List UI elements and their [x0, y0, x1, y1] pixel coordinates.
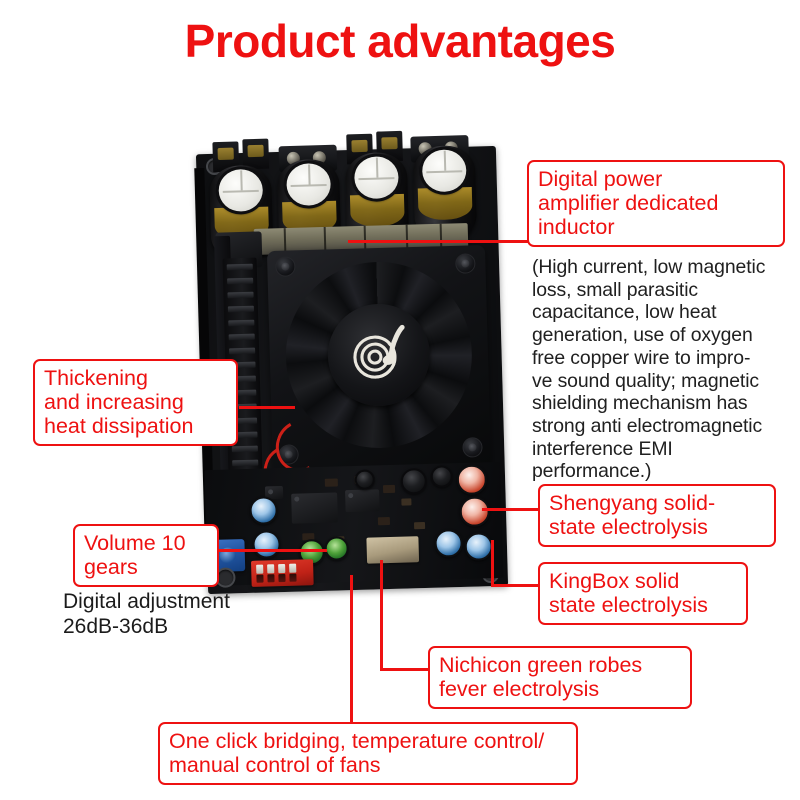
leader-line-shengyang	[482, 508, 538, 511]
control-pcb	[204, 461, 504, 588]
cooling-fan	[266, 244, 492, 474]
leader-line-kingbox-h	[491, 584, 538, 587]
kingbox-capacitor	[464, 532, 494, 561]
leader-line-inductor	[348, 240, 528, 243]
smd-capacitor	[400, 467, 428, 495]
fan-screw	[275, 256, 296, 277]
shengyang-capacitor	[456, 464, 488, 496]
leader-line-volume	[219, 549, 327, 552]
leader-line-nichicon-h	[380, 668, 428, 671]
board-connector	[366, 536, 420, 564]
kingbox-capacitor	[434, 528, 463, 558]
filter-capacitor	[252, 530, 281, 559]
callout-nichicon[interactable]: Nichicon green robes fever electrolysis	[428, 646, 692, 710]
callout-inductor[interactable]: Digital power amplifier dedicated induct…	[527, 160, 785, 248]
leader-line-heat	[239, 406, 295, 409]
callout-inductor-line1: Digital power	[538, 167, 663, 191]
nichicon-capacitor	[324, 536, 350, 561]
page-title: Product advantages	[184, 15, 616, 67]
fan-screw	[455, 253, 476, 274]
callout-kingbox[interactable]: KingBox solid state electrolysis	[538, 562, 748, 626]
smd-capacitor	[354, 469, 376, 490]
main-ic	[291, 492, 338, 524]
driver-ic	[345, 489, 380, 513]
volume-note: Digital adjustment 26dB-36dB	[63, 590, 230, 638]
leader-line-kingbox-v	[491, 540, 494, 586]
callout-heat-dissipation[interactable]: Thickening and increasing heat dissipati…	[33, 359, 238, 447]
callout-shengyang[interactable]: Shengyang solid- state electrolysis	[538, 484, 776, 548]
spiral-music-note-logo	[353, 324, 405, 379]
filter-capacitor	[249, 496, 278, 525]
dip-switch-block[interactable]	[250, 559, 314, 587]
callout-inductor-line3: inductor	[538, 215, 615, 240]
callout-inductor-line2: amplifier dedicated	[538, 191, 719, 216]
callout-volume[interactable]: Volume 10 gears	[73, 524, 219, 588]
leader-line-bridging	[350, 575, 353, 722]
smd-capacitor	[430, 465, 454, 488]
fan-screw	[462, 437, 483, 458]
leader-line-nichicon-v	[380, 560, 383, 670]
callout-bridging[interactable]: One click bridging, temperature control/…	[158, 722, 578, 786]
fan-hub	[326, 302, 432, 408]
product-board-photo	[194, 128, 526, 598]
shengyang-capacitor	[459, 496, 491, 528]
inductor-description: (High current, low magnetic loss, small …	[532, 256, 766, 483]
